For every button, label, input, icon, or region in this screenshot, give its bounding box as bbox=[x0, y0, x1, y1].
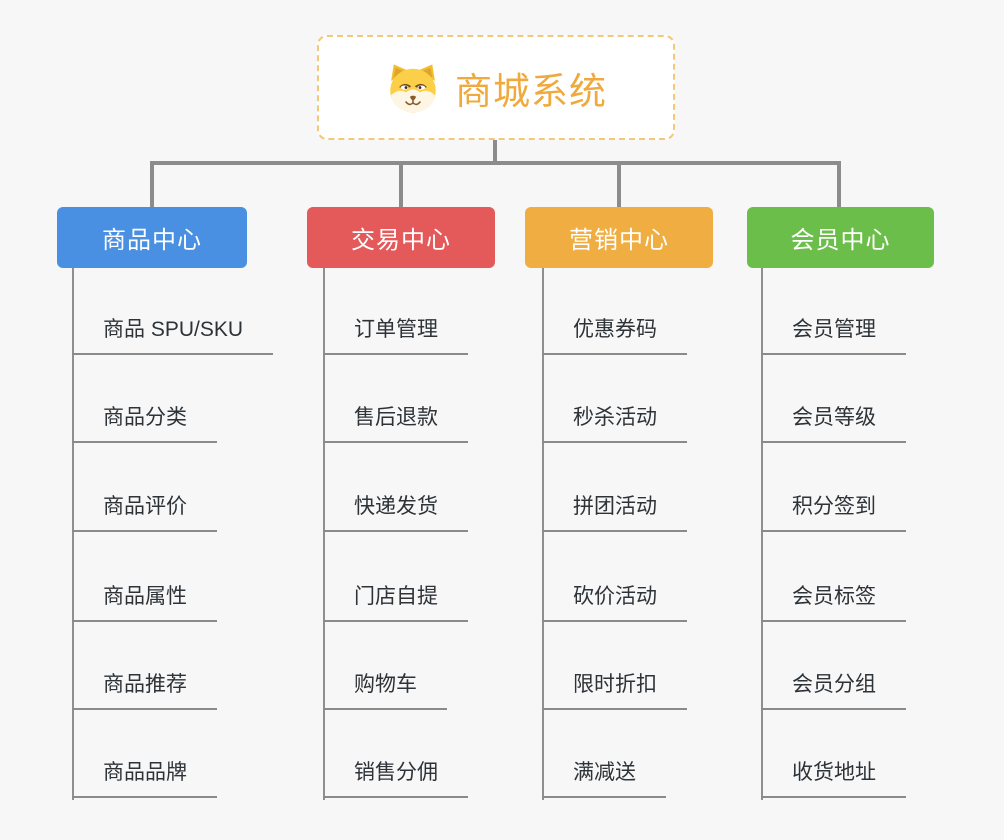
leaf-item[interactable]: 订单管理 bbox=[323, 316, 468, 355]
leaf-item[interactable]: 优惠券码 bbox=[542, 316, 687, 355]
leaf-item[interactable]: 满减送 bbox=[542, 759, 666, 798]
leaf-item[interactable]: 会员分组 bbox=[761, 671, 906, 710]
connector-horizontal-bar bbox=[150, 161, 839, 165]
leaf-item[interactable]: 会员管理 bbox=[761, 316, 906, 355]
branch-node-member-center[interactable]: 会员中心 bbox=[747, 207, 934, 268]
branch-node-marketing-center[interactable]: 营销中心 bbox=[525, 207, 713, 268]
leaf-item[interactable]: 商品品牌 bbox=[72, 759, 217, 798]
leaf-item[interactable]: 拼团活动 bbox=[542, 493, 687, 532]
connector-root-drop bbox=[493, 140, 497, 163]
root-node-mall-system[interactable]: 商城系统 bbox=[317, 35, 675, 140]
leaf-item[interactable]: 砍价活动 bbox=[542, 583, 687, 622]
connector-drop-product bbox=[150, 161, 154, 207]
branch-trunk-line bbox=[761, 268, 763, 800]
branch-node-trade-center[interactable]: 交易中心 bbox=[307, 207, 495, 268]
connector-drop-trade bbox=[399, 161, 403, 207]
leaf-item[interactable]: 会员标签 bbox=[761, 583, 906, 622]
leaf-item[interactable]: 积分签到 bbox=[761, 493, 906, 532]
dog-face-icon bbox=[390, 63, 436, 112]
leaf-item[interactable]: 商品 SPU/SKU bbox=[72, 316, 274, 355]
leaf-item[interactable]: 商品分类 bbox=[72, 404, 217, 443]
root-node-label: 商城系统 bbox=[455, 70, 607, 112]
connector-drop-marketing bbox=[617, 161, 621, 207]
leaf-item[interactable]: 商品评价 bbox=[72, 493, 217, 532]
leaf-item[interactable]: 售后退款 bbox=[323, 404, 468, 443]
leaf-item[interactable]: 会员等级 bbox=[761, 404, 906, 443]
leaf-item[interactable]: 秒杀活动 bbox=[542, 404, 687, 443]
branch-node-product-center[interactable]: 商品中心 bbox=[57, 207, 247, 268]
leaf-item[interactable]: 收货地址 bbox=[761, 759, 906, 798]
branch-trunk-line bbox=[72, 268, 74, 800]
connector-drop-member bbox=[837, 161, 841, 207]
leaf-item[interactable]: 限时折扣 bbox=[542, 671, 687, 710]
branch-trunk-line bbox=[323, 268, 325, 800]
branch-trunk-line bbox=[542, 268, 544, 800]
leaf-item[interactable]: 销售分佣 bbox=[323, 759, 468, 798]
leaf-item[interactable]: 门店自提 bbox=[323, 583, 468, 622]
leaf-item[interactable]: 商品属性 bbox=[72, 583, 217, 622]
leaf-item[interactable]: 购物车 bbox=[323, 671, 447, 710]
leaf-item[interactable]: 商品推荐 bbox=[72, 671, 217, 710]
leaf-item[interactable]: 快递发货 bbox=[323, 493, 468, 532]
